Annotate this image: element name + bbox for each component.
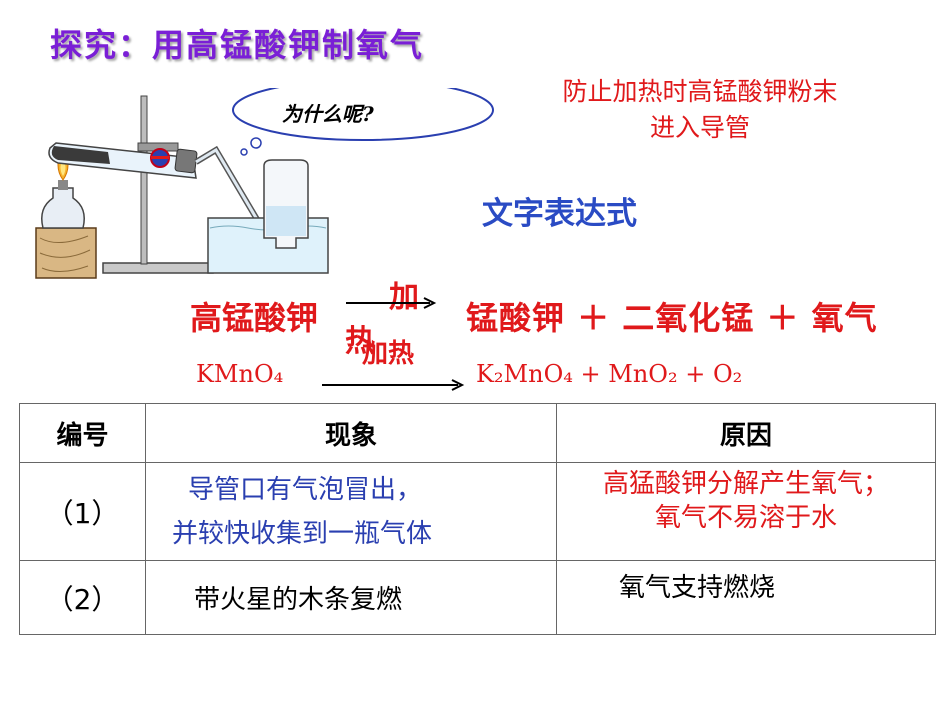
row-reason: 高猛酸钾分解产生氧气； 氧气不易溶于水 [556,462,936,561]
word-equation-condition-bottom: 热 [345,324,375,359]
word-equation-label: 文字表达式 [482,196,637,232]
row-number: （2） [19,560,146,635]
cotton-reason-line1: 防止加热时高锰酸钾粉末 [562,77,838,106]
page-title: 探究：用高锰酸钾制氧气 [50,26,425,64]
thought-bubble [232,88,494,141]
wooden-block [35,227,97,279]
header-number: 编号 [19,403,146,463]
formula-equation-condition: 加热 [362,339,415,369]
table-header-row: 编号 现象 原因 [19,403,936,463]
row-phenomenon: 带火星的木条复燃 [145,560,557,635]
reason-line1: 高猛酸钾分解产生氧气； [602,469,889,499]
word-equation-arrow [346,297,437,309]
table-row: （2） 带火星的木条复燃 氧气支持燃烧 [19,560,936,635]
apparatus-illustration [35,88,494,279]
header-reason: 原因 [556,403,936,463]
word-equation-condition-top: 加 [389,280,419,315]
formula-equation-products: K₂MnO₄ + MnO₂ + O₂ [476,360,743,388]
phenomenon-line1: 导管口有气泡冒出， [188,474,423,505]
table-row: （1） 导管口有气泡冒出， 并较快收集到一瓶气体 高猛酸钾分解产生氧气； 氧气不… [19,462,936,561]
observation-table: 编号 现象 原因 （1） 导管口有气泡冒出， 并较快收集到一瓶气体 高猛酸钾分解… [19,403,936,635]
row-phenomenon: 导管口有气泡冒出， 并较快收集到一瓶气体 [145,462,557,561]
row-number: （1） [19,462,146,561]
phenomenon-line2: 并较快收集到一瓶气体 [172,518,433,549]
formula-equation-reactant: KMnO₄ [196,360,284,388]
formula-equation-arrow [322,379,465,391]
word-equation-products: 锰酸钾 ＋ 二氧化锰 ＋ 氧气 [466,299,878,337]
word-equation-reactant: 高锰酸钾 [190,299,319,337]
reason-line2: 氧气不易溶于水 [654,503,837,533]
row-reason: 氧气支持燃烧 [556,560,936,635]
alcohol-lamp [41,187,85,229]
stand-base [102,262,214,274]
cotton-reason-note: 防止加热时高锰酸钾粉末 进入导管 [500,74,900,146]
cotton-reason-line2: 进入导管 [649,113,750,142]
header-phenomenon: 现象 [145,403,557,463]
thought-bubble-question: 为什么呢? [282,102,374,126]
